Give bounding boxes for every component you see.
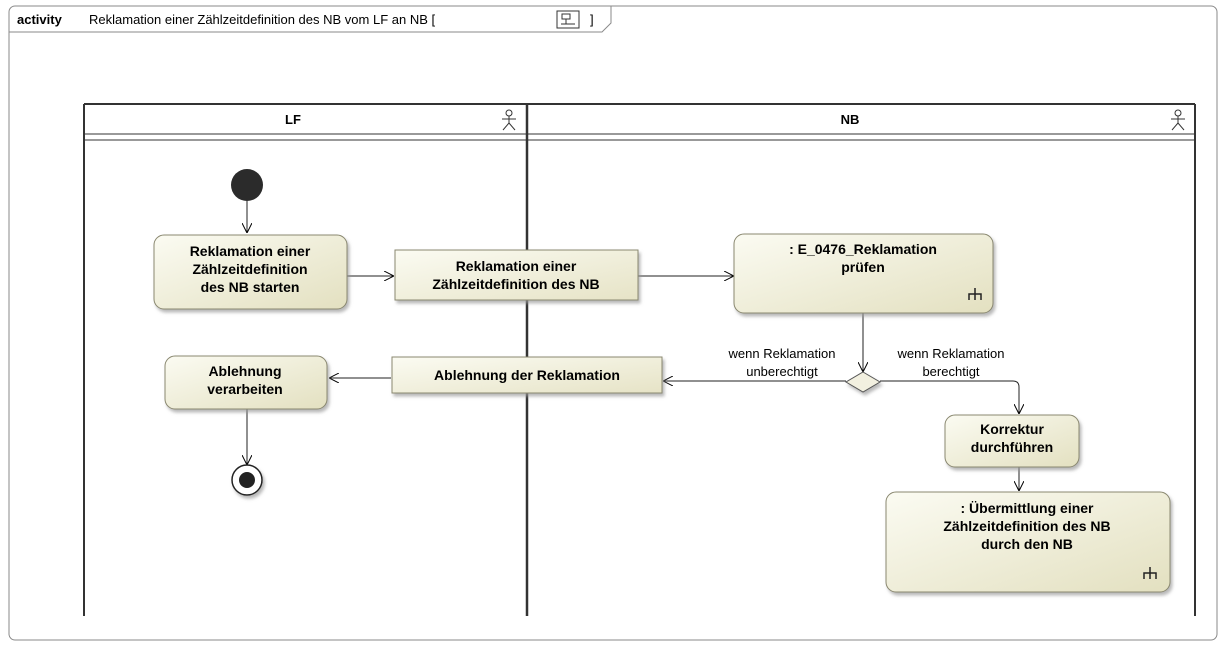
call-behavior-icon <box>968 288 982 300</box>
action-uebermittlung <box>885 491 1171 593</box>
object-ablehnung <box>391 356 663 394</box>
action-label: Ablehnung <box>208 363 281 379</box>
guard-label: wenn Reklamation <box>897 346 1005 361</box>
object-reklamation <box>394 249 639 301</box>
object-label: Zählzeitdefinition des NB <box>432 276 599 292</box>
action-label: Zählzeitdefinition <box>192 261 307 277</box>
action-reklamation-starten <box>153 234 348 310</box>
frame-keyword: activity <box>17 12 63 27</box>
frame-title-end: ] <box>590 12 594 27</box>
action-ablehnung-verarbeiten <box>164 355 328 410</box>
action-label: durchführen <box>971 439 1053 455</box>
guard-label: wenn Reklamation <box>728 346 836 361</box>
action-label: Reklamation einer <box>190 243 311 259</box>
call-behavior-icon <box>1143 567 1157 579</box>
activity-final-node <box>231 464 263 496</box>
actor-icon <box>502 109 516 131</box>
action-label: Korrektur <box>980 421 1044 437</box>
initial-node <box>231 169 263 201</box>
lane-header-nb: NB <box>841 112 860 127</box>
action-label: verarbeiten <box>207 381 282 397</box>
guard-label: unberechtigt <box>746 364 818 379</box>
object-label: Ablehnung der Reklamation <box>434 367 620 383</box>
action-e0476-pruefen <box>733 233 994 314</box>
object-label: Reklamation einer <box>456 258 577 274</box>
action-label: : E_0476_Reklamation <box>789 241 937 257</box>
action-label: prüfen <box>841 259 885 275</box>
frame-title: Reklamation einer Zählzeitdefinition des… <box>89 12 435 27</box>
diagram-icon <box>556 10 580 29</box>
flow-edges <box>247 201 1019 491</box>
frame-title-tab <box>9 6 612 33</box>
action-label: durch den NB <box>981 536 1073 552</box>
action-korrektur-durchfuehren <box>944 414 1080 468</box>
actor-icon <box>1171 109 1185 131</box>
lane-header-lf: LF <box>285 112 301 127</box>
guard-label: berechtigt <box>922 364 979 379</box>
action-label: : Übermittlung einer <box>960 500 1094 516</box>
decision-node <box>845 371 881 393</box>
diagram-frame <box>8 5 1218 641</box>
action-label: Zählzeitdefinition des NB <box>943 518 1110 534</box>
action-label: des NB starten <box>201 279 300 295</box>
